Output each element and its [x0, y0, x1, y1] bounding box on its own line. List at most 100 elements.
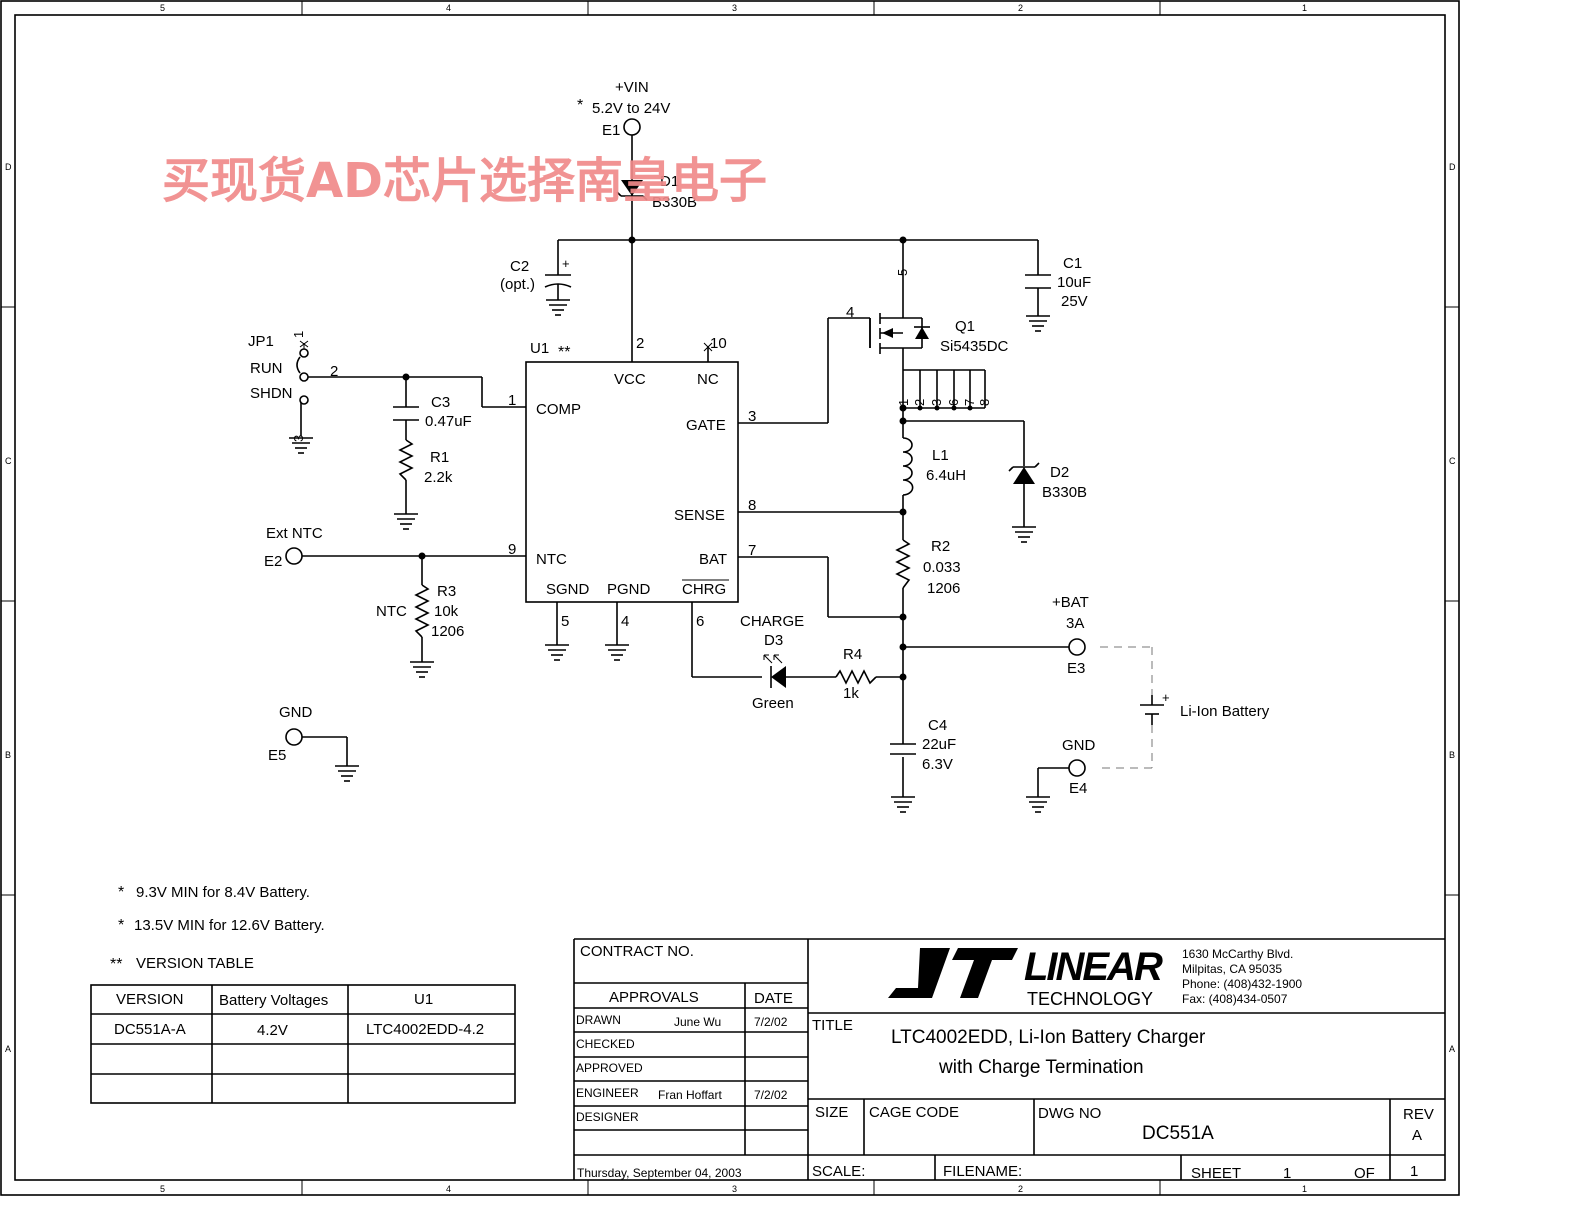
- row-label-d: D: [5, 162, 12, 172]
- u1-pin-nc: NC: [697, 371, 719, 388]
- contract-label: CONTRACT NO.: [580, 943, 694, 960]
- r1-value: 2.2k: [424, 469, 453, 486]
- gnd5-label: GND: [279, 704, 313, 721]
- c4-ref: C4: [928, 717, 947, 734]
- row-label-c: C: [5, 456, 12, 466]
- version-cell-u1: LTC4002EDD-4.2: [366, 1021, 484, 1038]
- gnd-terminal-e4: GND E4: [1026, 737, 1096, 813]
- company-address1: 1630 McCarthy Blvd.: [1182, 947, 1293, 961]
- col-label-1: 1: [1302, 3, 1307, 13]
- sheet-label: SHEET: [1191, 1165, 1241, 1182]
- d1-part: B330B: [652, 194, 697, 211]
- jp1-pin1: 1: [291, 331, 306, 338]
- bat-label: +BAT: [1052, 594, 1089, 611]
- resistor-r4: R4 1k: [835, 646, 877, 702]
- col-label-2: 2: [1018, 3, 1023, 13]
- col-label-3: 3: [732, 3, 737, 13]
- l1-value: 6.4uH: [926, 467, 966, 484]
- logo-sub: TECHNOLOGY: [1027, 989, 1153, 1009]
- u1-num-chrg: 6: [696, 613, 704, 630]
- d3-label: CHARGE: [740, 613, 804, 630]
- c1-voltage: 25V: [1061, 293, 1088, 310]
- company-address2: Milpitas, CA 95035: [1182, 962, 1282, 976]
- l1-ref: L1: [932, 447, 949, 464]
- row-drawn-name: June Wu: [674, 1015, 721, 1029]
- note-1-star: *: [118, 884, 124, 901]
- row-checked-role: CHECKED: [576, 1037, 635, 1051]
- u1-num-ntc: 9: [508, 541, 516, 558]
- date-header: DATE: [754, 990, 793, 1007]
- row-engineer-name: Fran Hoffart: [658, 1088, 722, 1102]
- ic-u1: U1 ** VCC NC COMP GATE SENSE NTC BAT SGN…: [508, 335, 756, 630]
- frame-labels: 5 4 3 2 1 5 4 3 2 1 D C B A D C B A: [5, 3, 1456, 1194]
- u1-pin-sgnd: SGND: [546, 581, 590, 598]
- r2-value: 0.033: [923, 559, 961, 576]
- notes: * 9.3V MIN for 8.4V Battery. * 13.5V MIN…: [118, 884, 325, 934]
- row-engineer-date: 7/2/02: [754, 1088, 788, 1102]
- e3-ref: E3: [1067, 660, 1085, 677]
- col-label-5-bottom: 5: [160, 1184, 165, 1194]
- u1-pin-chrg: CHRG: [682, 581, 726, 598]
- note-2-star: *: [118, 917, 124, 934]
- r4-ref: R4: [843, 646, 862, 663]
- approvals-label: APPROVALS: [609, 989, 699, 1006]
- diode-d2: D2 B330B: [1008, 462, 1087, 543]
- r2-ref: R2: [931, 538, 950, 555]
- capacitor-c1: C1 10uF 25V: [1025, 255, 1091, 332]
- filename-label: FILENAME:: [943, 1163, 1022, 1180]
- capacitor-c2: + C2 (opt.): [500, 256, 572, 316]
- row-engineer-role: ENGINEER: [576, 1086, 639, 1100]
- version-header-battery: Battery Voltages: [219, 992, 328, 1009]
- row-label-a: A: [5, 1044, 11, 1054]
- resistor-r1: R1 2.2k: [394, 439, 453, 530]
- of-number: 1: [1410, 1163, 1418, 1180]
- battery-link: [1100, 646, 1153, 769]
- watermark-text: 买现货AD芯片选择南皇电子: [162, 153, 767, 209]
- row-label-b-right: B: [1449, 750, 1455, 760]
- q1-pin-d3: 3: [929, 399, 944, 406]
- col-label-5: 5: [160, 3, 165, 13]
- u1-pin-sense: SENSE: [674, 507, 725, 524]
- r4-value: 1k: [843, 685, 859, 702]
- col-label-3-bottom: 3: [732, 1184, 737, 1194]
- q1-pin-d8: 8: [977, 399, 992, 406]
- ext-ntc-label: Ext NTC: [266, 525, 323, 542]
- u1-num-vcc: 2: [636, 335, 644, 352]
- r3-size: 1206: [431, 623, 464, 640]
- e4-ref: E4: [1069, 780, 1087, 797]
- led-d3: CHARGE D3 Green: [740, 613, 804, 712]
- u1-num-gate: 3: [748, 408, 756, 425]
- version-cell-battery: 4.2V: [257, 1022, 288, 1039]
- dwg-no-value: DC551A: [1142, 1123, 1214, 1144]
- row-label-d-right: D: [1449, 162, 1456, 172]
- row-designer-role: DESIGNER: [576, 1110, 639, 1124]
- d2-ref: D2: [1050, 464, 1069, 481]
- jp1-ref: JP1: [248, 333, 274, 350]
- rev-label: REV: [1403, 1106, 1434, 1123]
- note-2-text: 13.5V MIN for 12.6V Battery.: [134, 917, 325, 934]
- ground-symbols-u1: [545, 644, 629, 661]
- c4-value: 22uF: [922, 736, 956, 753]
- title-line-2: with Charge Termination: [938, 1057, 1144, 1078]
- sheet-number: 1: [1283, 1165, 1291, 1182]
- r3-ref: R3: [437, 583, 456, 600]
- d1-ref: D1: [660, 173, 679, 190]
- u1-pin-bat: BAT: [699, 551, 727, 568]
- d2-part: B330B: [1042, 484, 1087, 501]
- jp1-pin2: 2: [330, 363, 338, 380]
- u1-pin-gate: GATE: [686, 417, 726, 434]
- battery-symbol: + Li-Ion Battery: [1140, 690, 1270, 725]
- of-label: OF: [1354, 1165, 1375, 1182]
- version-table-stars: **: [110, 956, 122, 973]
- q1-pin-d1: 1: [896, 399, 911, 406]
- u1-ref: U1: [530, 340, 549, 357]
- row-label-c-right: C: [1449, 456, 1456, 466]
- u1-pin-comp: COMP: [536, 401, 581, 418]
- jp1-shdn: SHDN: [250, 385, 293, 402]
- diode-d1: D1 B330B: [616, 173, 697, 211]
- jp1-pin3: 3: [291, 435, 306, 442]
- row-approved-role: APPROVED: [576, 1061, 643, 1075]
- bat-current: 3A: [1066, 615, 1084, 632]
- u1-num-comp: 1: [508, 392, 516, 409]
